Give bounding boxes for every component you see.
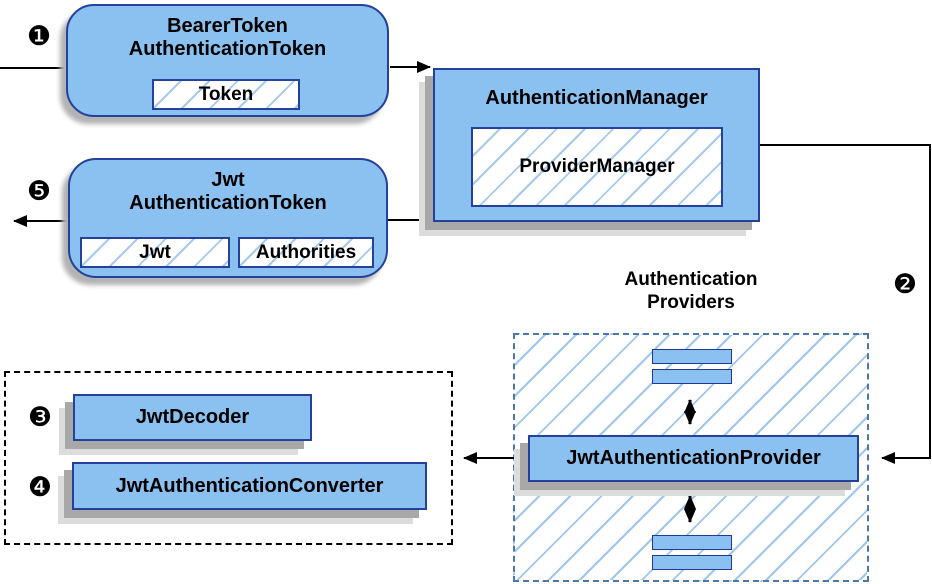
jwt-authentication-provider-node: JwtAuthenticationProvider <box>528 435 859 482</box>
step-4-badge: ❹ <box>27 472 53 503</box>
authorities-chip: Authorities <box>238 237 374 268</box>
provider-manager-chip-label: ProviderManager <box>519 156 675 177</box>
jwt-authentication-converter-title: JwtAuthenticationConverter <box>115 474 384 497</box>
jwt-authentication-token-node: Jwt AuthenticationToken Jwt Authorities <box>68 158 388 278</box>
providers-label-line1: Authentication <box>624 269 758 290</box>
step-5-badge: ❺ <box>26 176 52 207</box>
jwt-token-title-line2: AuthenticationToken <box>129 192 327 214</box>
jwt-components-group <box>4 371 453 545</box>
jwt-chip-label: Jwt <box>139 241 171 263</box>
arrow-manager-to-provider <box>760 144 931 464</box>
authentication-manager-node: AuthenticationManager ProviderManager <box>433 68 760 222</box>
step-2-badge: ❷ <box>892 269 918 300</box>
jwt-authentication-provider-title: JwtAuthenticationProvider <box>566 447 821 469</box>
step-1-badge: ❶ <box>26 21 52 52</box>
authentication-manager-title: AuthenticationManager <box>485 87 708 109</box>
provider-placeholder-bar <box>652 555 732 570</box>
bearer-token-authentication-token-node: BearerToken AuthenticationToken Token <box>66 4 389 117</box>
provider-manager-chip: ProviderManager <box>471 127 723 207</box>
provider-placeholder-bar <box>652 369 732 384</box>
jwt-decoder-title: JwtDecoder <box>135 406 250 428</box>
step-3-badge: ❸ <box>27 402 53 433</box>
bearer-token-title-line2: AuthenticationToken <box>128 38 327 60</box>
jwt-chip: Jwt <box>80 237 230 268</box>
provider-placeholder-bar <box>652 349 732 364</box>
node-title: BearerToken AuthenticationToken <box>68 6 387 61</box>
token-chip-label: Token <box>198 83 254 105</box>
jwt-token-title-line1: Jwt <box>211 169 245 191</box>
jwt-authentication-converter-node: JwtAuthenticationConverter <box>72 462 427 510</box>
provider-placeholder-bar <box>652 535 732 550</box>
providers-label-line2: Providers <box>647 292 735 313</box>
node-title: Jwt AuthenticationToken <box>70 160 386 215</box>
authentication-providers-label: Authentication Providers <box>513 268 869 314</box>
token-chip: Token <box>152 79 300 110</box>
jwt-decoder-node: JwtDecoder <box>73 394 312 441</box>
bearer-token-title-line1: BearerToken <box>167 15 288 37</box>
authorities-chip-label: Authorities <box>255 241 357 263</box>
